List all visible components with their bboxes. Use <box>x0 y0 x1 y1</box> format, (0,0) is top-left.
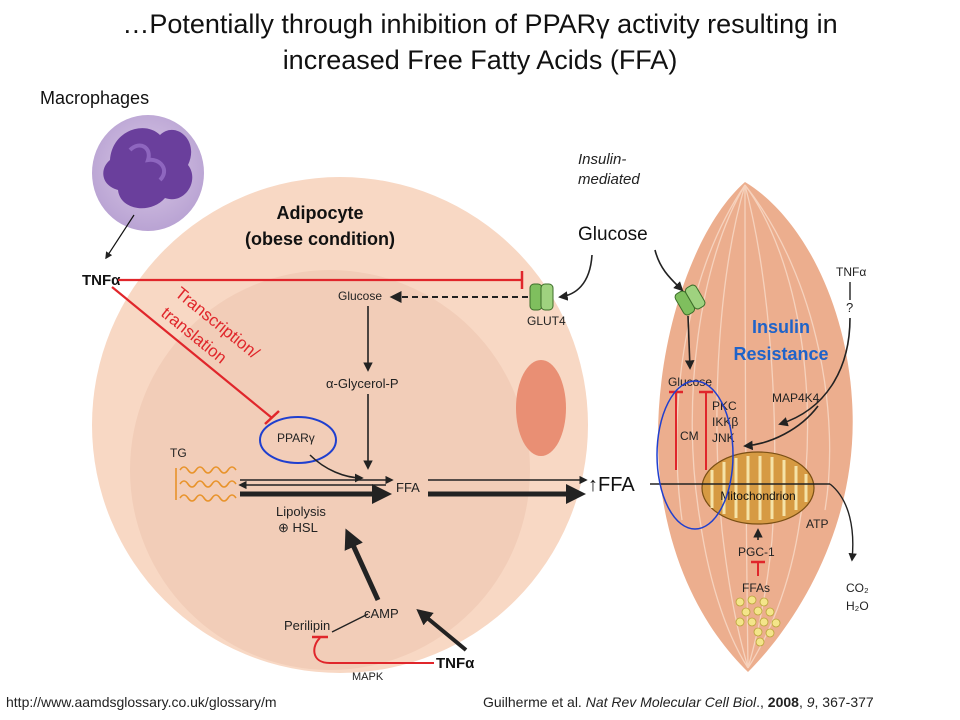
triglyceride-chains <box>175 466 237 502</box>
camp-hsl-arrow <box>344 528 381 602</box>
source-url[interactable]: http://www.aamdsglossary.co.uk/glossary/… <box>6 694 277 710</box>
tnf-alpha-bottom: TNFα <box>436 655 475 672</box>
map4k4-label: MAP4K4 <box>772 391 820 405</box>
adipocyte-glucose: Glucose <box>338 289 382 303</box>
macrophage-arrow <box>105 214 135 260</box>
insulin-resistance-highlight <box>656 380 734 530</box>
tnf-alpha-top: TNFα <box>82 272 121 289</box>
pgc1-label: PGC-1 <box>738 545 775 559</box>
muscle-glucose-in-arrow <box>654 249 684 292</box>
pparg-arrow <box>309 454 364 483</box>
title-line1-b: activity resulting in <box>609 9 838 39</box>
mitochondrion-label: Mitochondrion <box>720 489 795 503</box>
mitochondrion <box>701 451 815 525</box>
lipolysis-label: Lipolysis <box>276 504 326 519</box>
adipocyte-ffa: FFA <box>396 480 420 495</box>
question-mark: ? <box>846 300 853 315</box>
h2o-label: H₂O <box>846 599 869 613</box>
co2-label: CO₂ <box>846 581 869 595</box>
insulin-mediated-label: Insulin- mediated <box>578 151 640 188</box>
title-gamma: γ <box>596 9 610 39</box>
macrophage-image <box>92 115 204 231</box>
glycerol-label: α-Glycerol-P <box>326 376 399 391</box>
page-title: …Potentially through inhibition of PPARγ… <box>0 6 960 78</box>
cm-label: CM <box>680 429 699 443</box>
title-line1-a: …Potentially through inhibition of PPAR <box>122 9 597 39</box>
glucose-label: Glucose <box>578 224 648 245</box>
perilipin-label: Perilipin <box>284 618 330 633</box>
macrophages-label: Macrophages <box>40 88 150 108</box>
citation: Guilherme et al. Nat Rev Molecular Cell … <box>483 694 874 710</box>
pkc-label: PKC <box>712 399 737 413</box>
pparg-label: PPARγ <box>277 431 315 445</box>
ffas-label: FFAs <box>742 581 770 595</box>
adipocyte-nucleus <box>516 360 566 456</box>
insulin-resistance-label: Insulin Resistance <box>733 317 829 364</box>
tnf-ppar-inhibition <box>111 286 273 419</box>
jnk-label: JNK <box>712 431 735 445</box>
adipocyte-title: Adipocyte (obese condition) <box>245 203 395 249</box>
ffa-droplets <box>735 595 781 647</box>
tnf-camp-arrow <box>416 608 468 652</box>
hsl-label: ⊕ HSL <box>278 520 318 535</box>
insulin-glucose-arrow <box>558 254 593 301</box>
camp-label: cAMP <box>364 606 399 621</box>
mapk-label: MAPK <box>352 671 384 683</box>
pparg-highlight <box>259 416 337 464</box>
muscle-glut-transporter <box>674 284 706 316</box>
ikk-label: IKKβ <box>712 415 738 429</box>
tg-label: TG <box>170 446 187 460</box>
muscle-tnf: TNFα <box>836 265 866 279</box>
glut4-transporter <box>529 283 554 311</box>
glut4-label: GLUT4 <box>527 314 566 328</box>
ffa-increase-label: ↑FFA <box>588 474 635 496</box>
atp-label: ATP <box>806 517 828 531</box>
title-line2: increased Free Fatty Acids (FFA) <box>282 45 678 75</box>
